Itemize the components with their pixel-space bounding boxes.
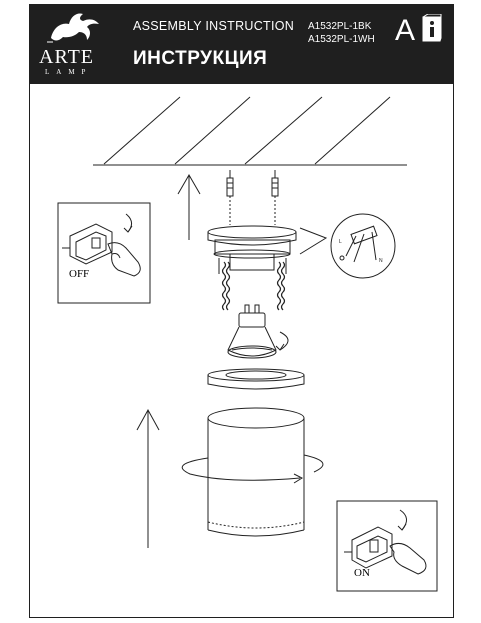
title-english: ASSEMBLY INSTRUCTION [133, 19, 295, 33]
light-switch-icon [344, 526, 393, 569]
up-arrow-icon [136, 408, 160, 548]
switch-on-detail [336, 500, 438, 592]
wire-n-label: N [379, 258, 383, 264]
switch-off-detail [57, 202, 151, 304]
griffin-logo-icon [47, 13, 99, 43]
brand-subtitle: LAMP [45, 68, 93, 76]
brand-name: ARTE [39, 46, 95, 68]
mounting-plate [207, 225, 297, 274]
diagram-frame [29, 84, 454, 618]
switch-off-label: OFF [69, 268, 90, 280]
retaining-ring [207, 368, 305, 390]
rotate-arrow-icon [181, 454, 324, 484]
spring-left [221, 261, 231, 311]
class-letter: A [395, 14, 416, 47]
wall-anchor-left [226, 170, 234, 225]
wall-anchor-right [271, 170, 279, 225]
gu10-bulb-icon [227, 304, 277, 359]
hand-icon [107, 242, 141, 277]
hand-icon [389, 542, 427, 575]
title-russian: ИНСТРУКЦИЯ [133, 48, 268, 69]
terminal-block-icon [330, 213, 396, 279]
info-manual-icon [422, 14, 442, 42]
light-switch-icon [62, 223, 113, 265]
model-number-1: A1532PL-1BK [308, 21, 372, 32]
switch-on-label: ON [354, 567, 370, 579]
spring-right [276, 261, 286, 311]
up-arrow-icon [177, 174, 201, 240]
header-bar: ARTE LAMP ASSEMBLY INSTRUCTION ИНСТРУКЦИ… [29, 4, 454, 84]
model-number-2: A1532PL-1WH [308, 34, 375, 45]
wire-l-label: L [339, 239, 342, 245]
lamp-body-cylinder [207, 407, 305, 537]
rotate-arrow-icon [275, 331, 289, 351]
